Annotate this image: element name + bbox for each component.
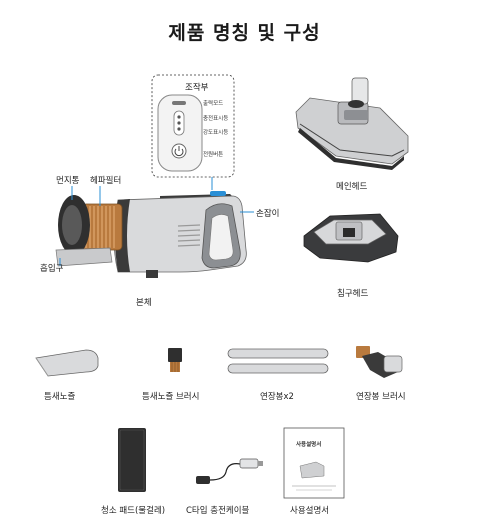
handle-label: 손잡이 <box>256 209 280 219</box>
manual-label: 사용설명서 <box>290 506 330 516</box>
cleaning-pad-label: 청소 패드(물걸레) <box>101 506 166 516</box>
hepa-filter-label: 헤파필터 <box>90 176 122 186</box>
body-label: 본체 <box>136 298 152 308</box>
main-head-label: 메인헤드 <box>336 182 368 192</box>
control-panel-title: 조작부 <box>185 83 209 93</box>
accessory-label-crevice-brush: 틈새노즐 브러시 <box>142 392 200 402</box>
accessory-label-extension-tube: 연장봉x2 <box>260 392 294 402</box>
inlet-label: 흡입구 <box>40 264 64 274</box>
control-item-charge-indicator: 충전표시등 <box>203 116 229 122</box>
control-panel-image <box>157 94 203 172</box>
control-item-power-button: 전원버튼 <box>203 152 224 158</box>
control-item-mode: 출력모드 <box>203 101 224 107</box>
accessory-label-crevice-nozzle: 틈새노즐 <box>44 392 76 402</box>
charging-cable-label: C타입 충전케이블 <box>186 506 250 516</box>
dust-bin-label: 먼지통 <box>56 176 80 186</box>
accessory-label-extension-brush: 연장봉 브러시 <box>356 392 406 402</box>
bed-head-label: 침구헤드 <box>337 289 369 299</box>
control-item-strength-indicator: 강도표시등 <box>203 130 229 136</box>
manual-cover-title: 사용설명서 <box>296 442 322 448</box>
page-title: 제품 명칭 및 구성 <box>168 22 321 44</box>
